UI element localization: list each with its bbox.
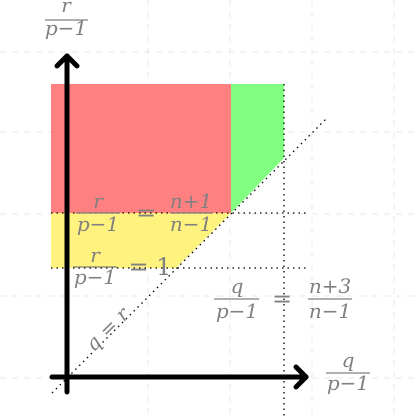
svg-text:=: = [272, 285, 292, 313]
lower-line-annotation: r p−1 = 1 [73, 243, 172, 289]
svg-text:=: = [136, 199, 156, 227]
svg-text:r: r [93, 189, 104, 213]
axes [49, 53, 309, 395]
svg-text:= 1: = 1 [128, 253, 171, 281]
green-region [231, 84, 284, 213]
svg-text:n−1: n−1 [309, 299, 351, 323]
svg-text:n+3: n+3 [309, 274, 351, 298]
svg-text:p−1: p−1 [327, 371, 369, 395]
vertical-line-annotation: q p−1 = n+3 n−1 [214, 274, 352, 323]
svg-text:p−1: p−1 [77, 212, 119, 236]
x-axis-label: q p−1 [326, 348, 370, 395]
red-region [51, 84, 231, 213]
diagonal-label: q = r [80, 301, 135, 356]
x-axis-arrowhead [293, 364, 309, 390]
y-axis-label: r p−1 [45, 0, 88, 40]
yellow-region [51, 213, 231, 268]
diagonal-line [51, 118, 327, 394]
svg-text:n+1: n+1 [170, 189, 212, 213]
svg-text:n−1: n−1 [170, 212, 212, 236]
svg-text:r: r [90, 243, 101, 267]
svg-text:p−1: p−1 [216, 299, 258, 323]
svg-text:r: r [61, 0, 72, 17]
svg-text:p−1: p−1 [74, 265, 116, 289]
y-axis-arrowhead [54, 53, 80, 69]
svg-text:q: q [342, 348, 355, 372]
svg-text:q: q [231, 274, 244, 298]
svg-text:p−1: p−1 [45, 16, 87, 40]
upper-line-annotation: r p−1 = n+1 n−1 [76, 189, 213, 236]
